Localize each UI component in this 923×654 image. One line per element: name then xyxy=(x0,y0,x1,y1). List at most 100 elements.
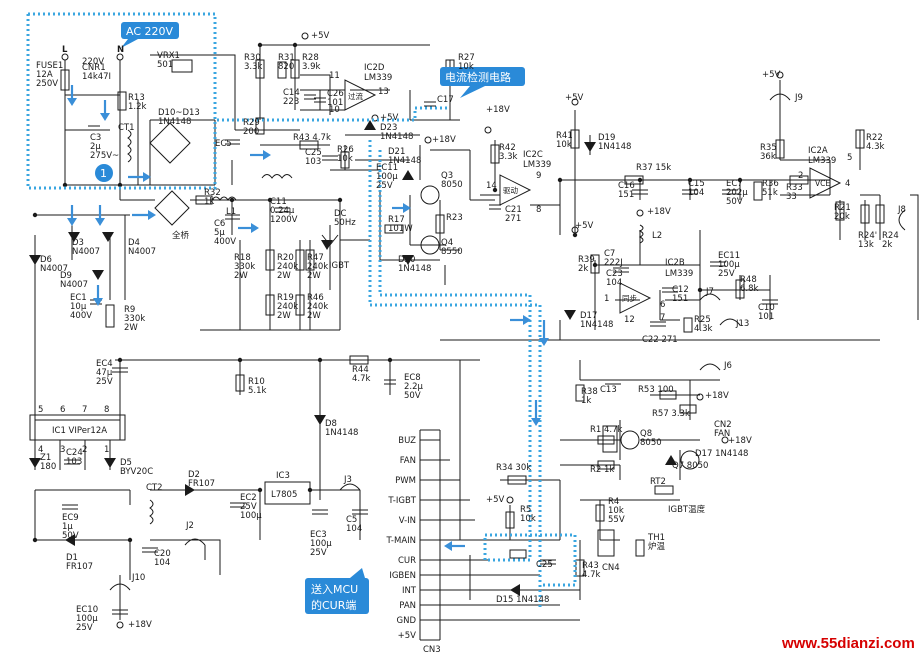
thermistor-th1 xyxy=(635,539,645,557)
label-r1: R1 4.7k xyxy=(590,425,623,435)
cap-c5 xyxy=(352,509,368,515)
marker-1: 1 xyxy=(100,167,107,180)
ic2d-part: LM339 xyxy=(364,73,392,83)
resistor-r26 xyxy=(340,151,350,169)
resistor-r43 xyxy=(299,140,319,150)
label-j10: J10 xyxy=(131,573,145,583)
ic3-body xyxy=(264,481,311,505)
cap-c15 xyxy=(682,189,698,195)
diode-d21 xyxy=(402,170,414,180)
cn3-pin-gnd: GND xyxy=(397,616,417,626)
ac-callout: AC 220V xyxy=(126,25,174,38)
label-p18v-l2: +18V xyxy=(647,207,671,217)
label-p18v-ec10: +18V xyxy=(128,620,152,630)
jumper-j10 xyxy=(109,583,131,591)
label-pin1: 1 xyxy=(604,294,609,304)
label-p5v-r5: +5V xyxy=(486,495,505,505)
label-igbt-temp: IGBT温度 xyxy=(668,504,706,515)
resistor-r34 xyxy=(507,475,527,485)
ct2-coil xyxy=(149,499,154,525)
label-r43: R43 4.7k xyxy=(293,133,331,143)
resistor-r29 xyxy=(255,117,265,135)
q8-symbol xyxy=(620,430,640,450)
label-j9: J9 xyxy=(794,93,803,103)
resistor-r47 xyxy=(305,249,315,271)
resistor-r30 xyxy=(255,59,265,79)
label-cn4: CN4 xyxy=(602,563,620,573)
bridge-d10 xyxy=(149,122,191,164)
jumper-j8 xyxy=(898,209,906,231)
label-ct2: CT2 xyxy=(146,483,163,493)
label-pin2: 2 xyxy=(798,171,803,181)
resistor-r33 xyxy=(789,175,809,185)
resistor-r2 xyxy=(597,460,615,470)
ic2c-name: IC2C xyxy=(523,150,543,160)
label-pin6: 6 xyxy=(660,300,665,310)
cap-c3 xyxy=(88,125,100,131)
cap-c22 xyxy=(650,321,666,327)
label-pin11: 11 xyxy=(329,71,340,81)
label-q7: Q7 8050 xyxy=(672,461,708,471)
label-ic1: IC1 VIPer12A xyxy=(52,426,107,436)
jumper-j3 xyxy=(339,483,361,491)
ic2b-name: IC2B xyxy=(665,258,685,268)
cap-c21 xyxy=(489,204,501,210)
resistor-r24p xyxy=(860,204,870,224)
ct1-coil xyxy=(127,129,132,163)
label-r57: R57 3.3k xyxy=(652,409,690,419)
ic2d-name: IC2D xyxy=(364,63,385,73)
label-p5v-j9: +5V xyxy=(762,70,781,80)
jumper-j13 xyxy=(719,318,741,326)
label-l2: L2 xyxy=(652,231,662,241)
label-p18v-cn2: +18V xyxy=(728,436,752,446)
ic2b-labels: IC2B LM339 同步 xyxy=(622,258,693,303)
label-p18v-q3: +18V xyxy=(432,135,456,145)
jumper-j2 xyxy=(184,538,206,546)
label-ic3: IC3 xyxy=(276,471,290,481)
cn3-pin-tmain: T-MAIN xyxy=(386,536,417,546)
label-j3: J3 xyxy=(343,475,352,485)
label-r34: R34 30k xyxy=(496,463,531,473)
resistor-r10 xyxy=(235,374,245,392)
resistor-r22 xyxy=(855,129,865,149)
label-j6: J6 xyxy=(723,361,732,371)
resistor-r1 xyxy=(597,435,615,445)
cap-ec4 xyxy=(112,367,128,373)
ic2c-function: 驱动 xyxy=(503,185,518,195)
diode-d17b xyxy=(665,455,677,465)
current-detect-callout-bg xyxy=(440,67,525,86)
ac-callout-bg xyxy=(121,22,179,39)
resistor-r41 xyxy=(570,129,580,149)
current-path-a xyxy=(368,140,542,610)
mains-n-label: N xyxy=(117,45,124,55)
ic2a-name: IC2A xyxy=(808,146,828,156)
cap-c7 xyxy=(613,267,629,273)
cap-c14 xyxy=(304,94,316,100)
label-pin4: 4 xyxy=(845,179,850,189)
wires xyxy=(34,44,919,641)
label-p18v-r42: +18V xyxy=(486,105,510,115)
label-bridge: 全桥 xyxy=(172,230,190,241)
